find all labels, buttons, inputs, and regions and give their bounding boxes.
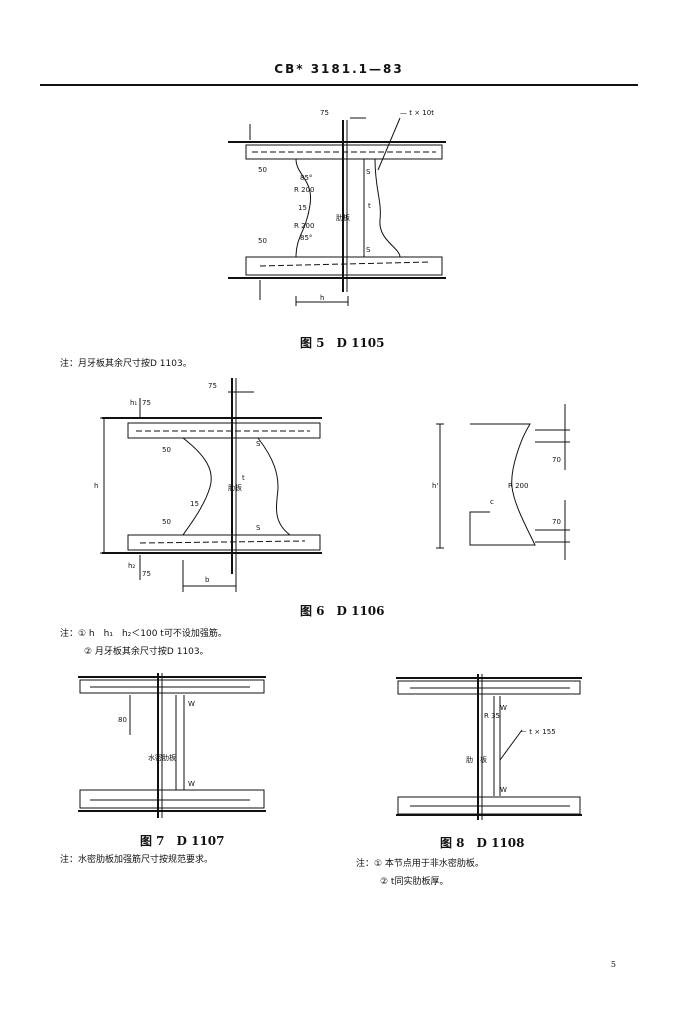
fig5-t-plate-label: — t × 10t [400,109,434,117]
fig5-dim-50b: 50 [258,237,267,245]
figure-5-caption: 图 5 D 1105 [300,336,385,350]
page-number: 5 [610,960,616,969]
figure-8-note-2: ② t同实肋板厚。 [380,877,449,887]
figure-5-drawing [228,117,446,306]
fig5-dim-50a: 50 [258,166,267,174]
fig6-dim-50b: 50 [162,518,171,526]
fig6-dim-70a: 70 [552,456,561,464]
figure-8-caption: 图 8 D 1108 [440,836,525,850]
fig5-angle-85a: 85° [300,174,312,182]
header-rule [40,84,638,86]
figure-5-note-1: 注：月牙板其余尺寸按D 1103。 [60,359,192,369]
fig6-h-prime: h' [432,482,438,490]
fig5-r200b: R 200 [294,222,314,230]
figure-7-drawing [78,673,266,818]
figure-6-drawing [100,378,570,592]
fig5-h: h [320,294,324,302]
figure-7-note-1: 注：水密肋板加强筋尺寸按规范要求。 [60,855,214,865]
fig7-dim-80: 80 [118,716,127,724]
fig6-dim-50a: 50 [162,446,171,454]
fig6-h2: h₂ [128,562,135,570]
fig6-t: t [242,474,245,482]
fig7-w1: W [188,700,195,708]
figure-6-caption: 图 6 D 1106 [300,604,385,618]
fig6-dim-75a: 75 [142,399,151,407]
fig7-w2: W [188,780,195,788]
fig5-dim-15: 15 [298,204,307,212]
fig6-s2: S [256,524,261,532]
fig6-b: b [205,576,210,584]
fig5-rib: 肋板 [336,213,350,222]
figure-6-note-1: 注：① h h₁ h₂＜100 t可不设加强筋。 [60,629,227,639]
fig6-dim-15: 15 [190,500,199,508]
fig5-s2: S [366,246,371,254]
fig6-r200: R 200 [508,482,528,490]
fig6-c: c [490,498,494,506]
fig8-r35: R 35 [484,712,500,720]
fig6-dim-70b: 70 [552,518,561,526]
fig8-rib: 肋 板 [466,755,487,764]
fig5-angle-85b: 85° [300,234,312,242]
figure-6-note-2: ② 月牙板其余尺寸按D 1103。 [84,647,209,657]
fig8-w1: W [500,704,507,712]
fig5-dim-75: 75 [320,109,329,117]
fig7-rib: 水密肋板 [148,753,176,762]
fig6-rib: 肋板 [228,483,242,492]
fig6-dim-75b: 75 [208,382,217,390]
fig5-r200a: R 200 [294,186,314,194]
fig6-h: h [94,482,98,490]
fig5-t: t [368,202,371,210]
fig5-s1: S [366,168,371,176]
figure-8-drawing [396,674,582,820]
fig6-s1: S [256,440,261,448]
fig8-t-plate: － t × 155 [520,728,556,736]
figure-8-note-1: 注：① 本节点用于非水密肋板。 [356,859,484,869]
fig6-h1: h₁ [130,399,137,407]
fig8-w2: W [500,786,507,794]
standard-code: CB* 3181.1—83 [274,62,404,76]
fig6-dim-75c: 75 [142,570,151,578]
figure-7-caption: 图 7 D 1107 [140,834,225,848]
